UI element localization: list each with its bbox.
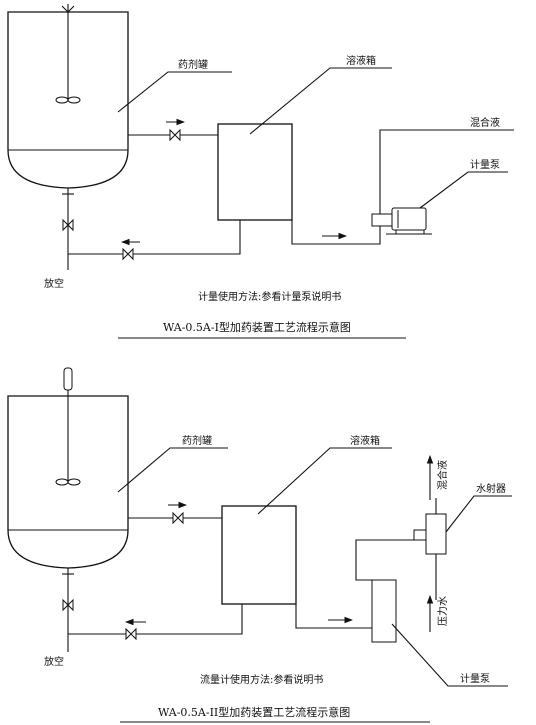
chemical-tank-1 bbox=[7, 11, 129, 189]
agitator-2-blade-icon bbox=[55, 478, 69, 486]
caption-2: 流量计使用方法:参看说明书 bbox=[200, 673, 323, 686]
valve-1-return-icon bbox=[122, 247, 134, 261]
pump-2-leader-line bbox=[391, 623, 508, 687]
caption-1: 计量使用方法:参看计量泵说明书 bbox=[198, 290, 341, 303]
pump-2-label: 计量泵 bbox=[460, 672, 490, 685]
return-pipe-2 bbox=[68, 604, 243, 635]
dissolve-box-2 bbox=[221, 505, 297, 605]
drain-1-label: 放空 bbox=[44, 277, 64, 290]
ejector-label: 水射器 bbox=[476, 483, 506, 495]
drain-2-label: 放空 bbox=[44, 655, 64, 668]
title-1: WA-0.5A-I型加药装置工艺流程示意图 bbox=[163, 320, 351, 334]
dissolve-box-1 bbox=[217, 123, 293, 221]
title-2: WA-0.5A-II型加药装置工艺流程示意图 bbox=[158, 705, 350, 719]
valve-1-drain-icon bbox=[62, 218, 74, 232]
mixed-liquid-2-label: 混合液 bbox=[436, 460, 449, 490]
mixed-liquid-1-label: 混合液 bbox=[470, 116, 500, 129]
box-1-label: 溶液箱 bbox=[346, 54, 376, 67]
pipe-1-box-to-pump bbox=[291, 220, 381, 245]
valve-2-top-icon bbox=[172, 511, 184, 525]
box-1-leader-line bbox=[249, 67, 392, 135]
pressure-water-label: 压力水 bbox=[436, 596, 449, 626]
agitator-1-motor-icon bbox=[61, 5, 75, 13]
agitator-1-blade-icon bbox=[55, 96, 69, 104]
ejector-leader-line bbox=[445, 495, 512, 533]
pipe-2-meter-to-ejector bbox=[355, 539, 414, 581]
return-pipe-1 bbox=[68, 220, 241, 255]
agitator-2-blade-icon-2 bbox=[67, 478, 81, 486]
diagram-2: 药剂罐 溶液箱 放空 bbox=[7, 367, 512, 723]
tank-2-label: 药剂罐 bbox=[182, 434, 212, 447]
tank-2-leader-line bbox=[117, 447, 228, 493]
box-2-label: 溶液箱 bbox=[350, 434, 380, 447]
flowmeter-2-icon bbox=[371, 579, 397, 643]
agitator-1-blade-icon-2 bbox=[67, 96, 81, 104]
valve-2-drain-icon bbox=[62, 598, 74, 612]
pipe-2-box-to-meter bbox=[295, 604, 372, 629]
outlet-pipe-1 bbox=[379, 129, 514, 214]
valve-2-return-icon bbox=[125, 627, 137, 641]
metering-pump-1-icon bbox=[371, 207, 432, 235]
chemical-tank-2 bbox=[7, 395, 129, 569]
valve-1-top-icon bbox=[169, 128, 181, 142]
pump-1-leader-line bbox=[419, 171, 508, 209]
tank-1-label: 药剂罐 bbox=[178, 58, 208, 71]
pump-1-label: 计量泵 bbox=[470, 158, 500, 171]
tank-1-leader-line bbox=[117, 71, 232, 113]
box-2-leader-line bbox=[257, 447, 392, 515]
diagram-1: 药剂罐 溶液箱 放空 bbox=[7, 4, 514, 339]
agitator-2-motor-icon bbox=[63, 367, 73, 391]
water-ejector-icon bbox=[413, 513, 447, 555]
